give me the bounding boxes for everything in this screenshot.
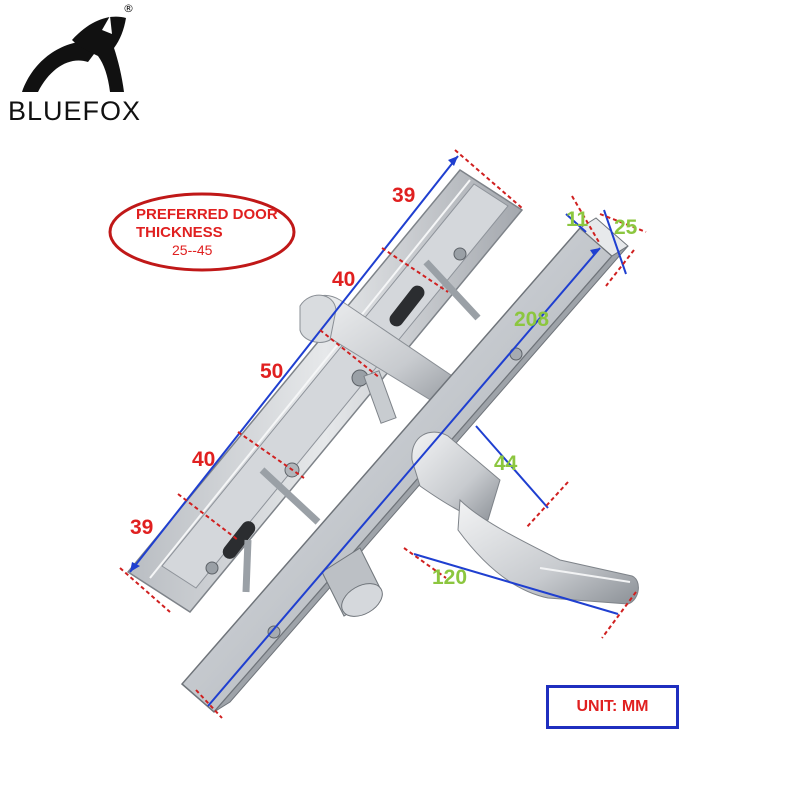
unit-label: UNIT: MM	[576, 698, 649, 715]
fox-logo-icon	[22, 16, 126, 92]
dim-label-plate-depth: 25	[614, 216, 638, 239]
backplate	[126, 169, 524, 613]
door-thickness-note	[108, 192, 296, 272]
dim-label-50: 50	[260, 360, 284, 383]
keyhole-slot	[222, 521, 256, 559]
dim-label-handle-height: 44	[494, 452, 518, 475]
dim-label-plate-width: 11	[566, 208, 589, 231]
dim-label-39-top: 39	[392, 184, 416, 207]
dim-label-handle-length: 120	[432, 566, 468, 589]
unit-box: UNIT: MM	[546, 685, 679, 729]
keyhole-slot	[389, 285, 425, 327]
dim-label-plate-length: 208	[514, 308, 550, 331]
note-line-3: 25--45	[172, 242, 213, 258]
screw-icon	[205, 561, 219, 575]
handle-dimension-lines	[195, 195, 647, 719]
registered-mark: ®	[123, 2, 134, 15]
dim-label-39-bottom: 39	[130, 516, 154, 539]
note-line-1: PREFERRED DOOR	[136, 206, 278, 223]
brand-name: BLUEFOX	[8, 96, 142, 126]
front-lever	[411, 431, 639, 605]
screw-icon	[453, 247, 467, 261]
dim-label-40-lower: 40	[192, 448, 216, 471]
backplate-dimension-lines	[119, 149, 523, 613]
dim-label-40-upper: 40	[332, 268, 356, 291]
spindle	[321, 547, 383, 617]
fixing-bolts	[242, 259, 481, 593]
note-line-2: THICKNESS	[136, 224, 223, 241]
screw-icon	[267, 625, 281, 639]
